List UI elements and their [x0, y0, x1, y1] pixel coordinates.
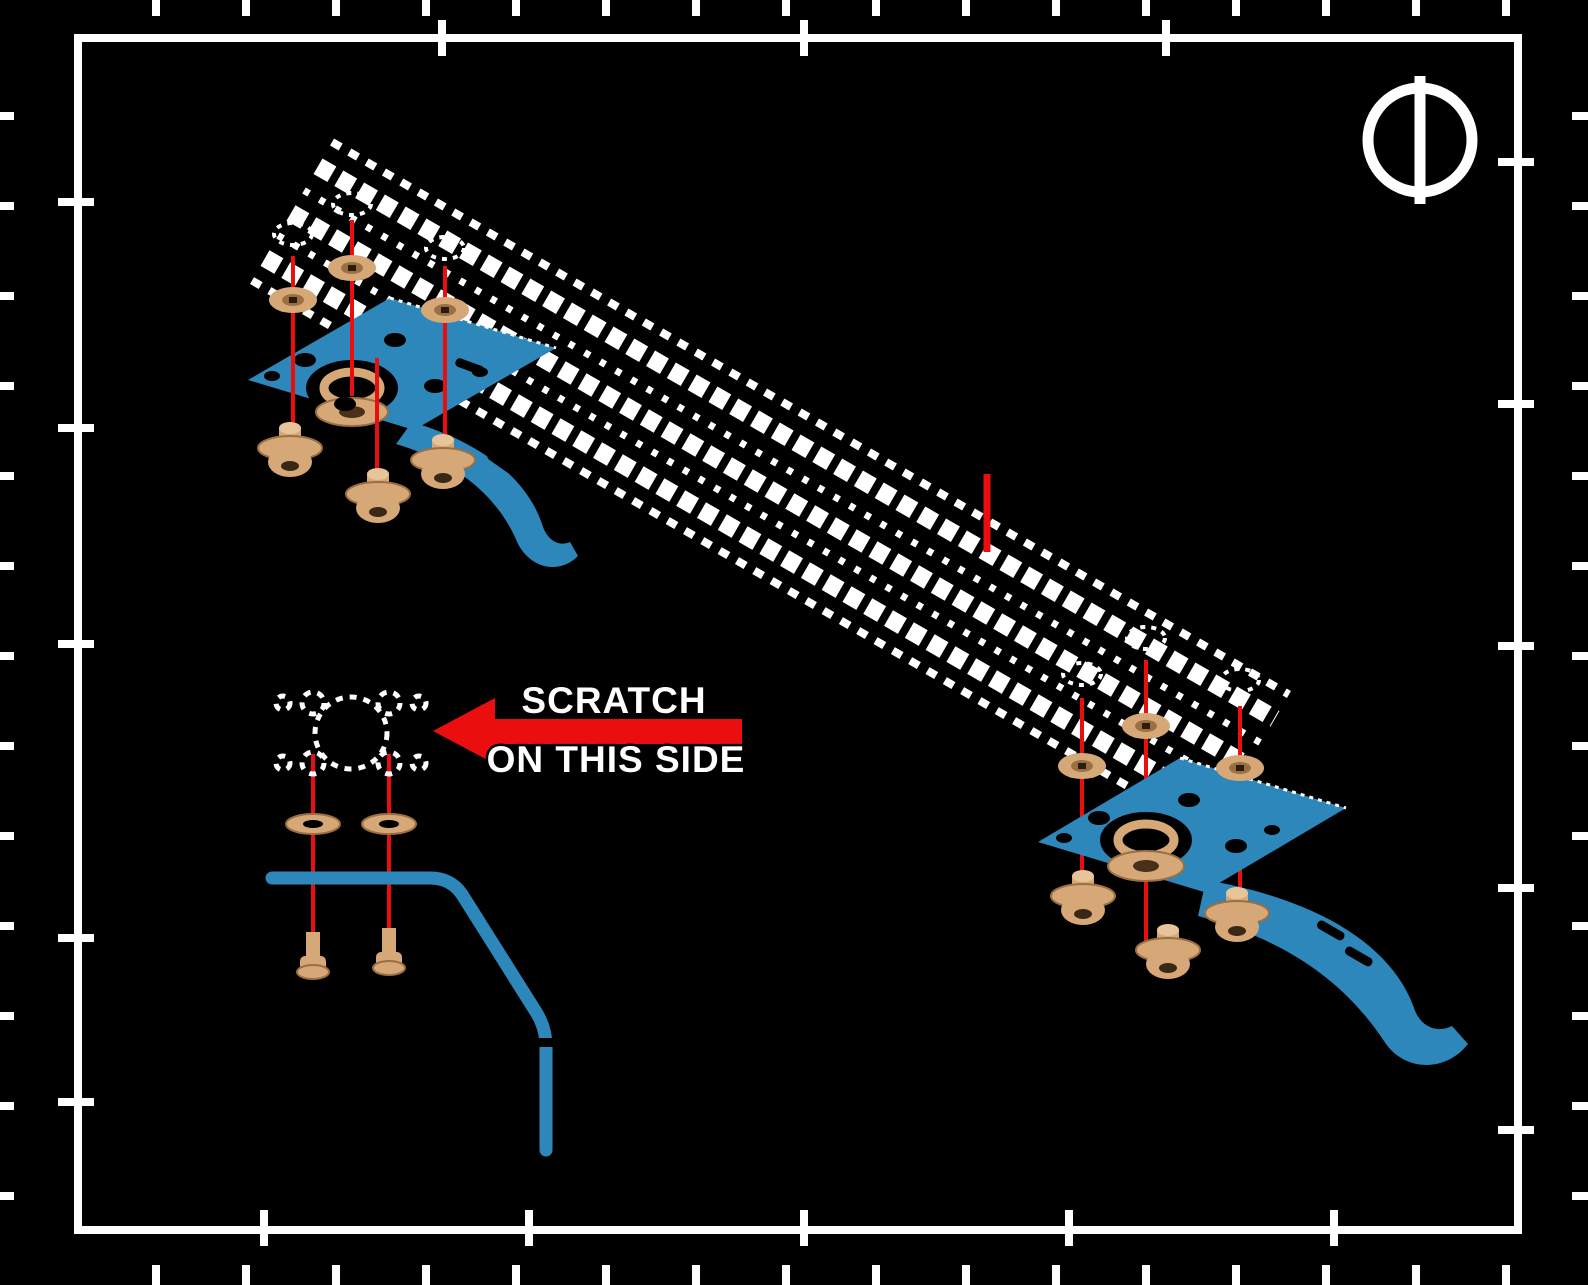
- bracket-fin: [396, 422, 578, 568]
- orientation-symbol-icon: [1362, 76, 1478, 204]
- t-nut: [269, 287, 317, 313]
- t-nut: [328, 255, 376, 281]
- border-crossing-ticks: [58, 20, 1534, 1246]
- arrow-shaft: [490, 719, 742, 744]
- callout: SCRATCH ON THIS SIDE: [433, 678, 747, 783]
- angle-strip: [265, 871, 556, 1157]
- button-head-screw: [1050, 869, 1116, 926]
- annotation-line-1: SCRATCH: [521, 680, 706, 721]
- t-nut: [1122, 713, 1170, 739]
- sheet-border: [74, 34, 1522, 1234]
- strip-break: [536, 1038, 556, 1047]
- t-nut: [1216, 755, 1264, 781]
- bracket-fin: [1198, 880, 1468, 1065]
- button-head-screw: [296, 931, 330, 980]
- motor-face-pattern: [273, 689, 429, 777]
- left-arrow-icon: [433, 698, 495, 764]
- t-nut: [1058, 753, 1106, 779]
- button-head-screw: [372, 927, 406, 976]
- washer: [361, 813, 417, 835]
- button-head-screw: [257, 421, 323, 478]
- washer: [285, 813, 341, 835]
- motor-mount-bracket-rear: [1038, 756, 1468, 1065]
- hardware-detail: [285, 813, 417, 980]
- annotation-line-2: ON THIS SIDE: [487, 739, 746, 780]
- t-nut: [421, 297, 469, 323]
- tnut-slot-ghosts: [272, 191, 1261, 693]
- button-head-screw: [345, 467, 411, 524]
